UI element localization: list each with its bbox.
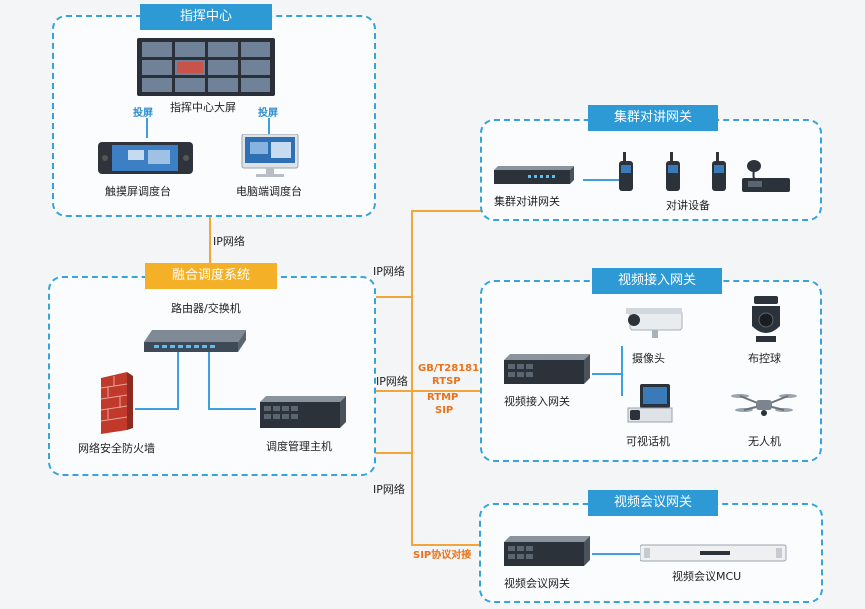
video-gateway-label: 视频接入网关 <box>504 395 570 408</box>
camera-label: 摄像头 <box>632 352 665 365</box>
link-from-fusion-top <box>374 296 412 298</box>
link-to-cluster <box>411 210 481 212</box>
cast-line-right <box>268 118 270 138</box>
link-trunk <box>411 210 413 545</box>
switch-to-host-h <box>208 408 256 410</box>
conf-gateway-label: 视频会议网关 <box>504 577 570 590</box>
drone-icon <box>730 390 798 420</box>
firewall-label: 网络安全防火墙 <box>78 442 155 455</box>
video-ip-label: IP网络 <box>376 375 408 388</box>
cluster-gateway-icon <box>490 164 576 186</box>
touch-console-label: 触摸屏调度台 <box>105 185 171 198</box>
cluster-gateway-link <box>583 179 619 181</box>
command-center-title: 指挥中心 <box>140 4 272 30</box>
switch-to-firewall-v <box>177 352 179 409</box>
link-from-fusion-bot <box>374 452 412 454</box>
video-gw-link-h <box>592 373 622 375</box>
camera-icon <box>622 304 684 340</box>
protocol-gbt: GB/T28181 <box>418 363 480 374</box>
radio-icon-1 <box>618 152 634 192</box>
cluster-ip-label: IP网络 <box>373 265 405 278</box>
switch-to-firewall-h <box>135 408 179 410</box>
touch-console-icon <box>98 138 193 178</box>
pc-console-label: 电脑端调度台 <box>236 185 302 198</box>
link-to-conf <box>411 544 479 546</box>
radio-icon-2 <box>665 152 681 192</box>
fusion-title: 融合调度系统 <box>145 263 277 289</box>
big-screen-label: 指挥中心大屏 <box>170 101 236 114</box>
cluster-gateway-label: 集群对讲网关 <box>494 195 560 208</box>
vehicle-radio-icon <box>738 158 794 194</box>
drone-label: 无人机 <box>748 435 781 448</box>
video-access-title: 视频接入网关 <box>592 268 722 294</box>
fusion-box <box>48 276 376 476</box>
host-label: 调度管理主机 <box>266 440 332 453</box>
protocol-sip: SIP <box>435 405 454 416</box>
link-from-fusion-mid <box>374 390 482 392</box>
ptz-icon <box>748 296 784 344</box>
router-label: 路由器/交换机 <box>171 302 241 315</box>
conf-gateway-icon <box>500 534 592 568</box>
conf-gw-to-mcu <box>592 553 642 555</box>
top-ip-label: IP网络 <box>213 235 245 248</box>
conf-ip-label: IP网络 <box>373 483 405 496</box>
switch-icon <box>140 326 250 356</box>
conf-sip-label: SIP协议对接 <box>413 550 472 561</box>
firewall-icon <box>95 368 135 434</box>
video-conf-title: 视频会议网关 <box>588 490 718 516</box>
video-gw-link-v <box>621 346 623 396</box>
cast-left-label: 投屏 <box>133 108 153 119</box>
mcu-icon <box>640 543 788 563</box>
videophone-label: 可视话机 <box>626 435 670 448</box>
link-cc-fusion <box>209 216 211 264</box>
ptz-label: 布控球 <box>748 352 781 365</box>
cluster-devices-label: 对讲设备 <box>666 199 710 212</box>
radio-icon-3 <box>711 152 727 192</box>
cast-line-left <box>146 118 148 138</box>
videophone-icon <box>626 384 676 424</box>
host-icon <box>256 394 348 430</box>
switch-to-host-v <box>208 352 210 409</box>
video-gateway-icon <box>500 352 592 386</box>
protocol-rtmp: RTMP <box>427 392 459 403</box>
protocol-rtsp: RTSP <box>432 376 461 387</box>
mcu-label: 视频会议MCU <box>672 570 742 583</box>
cast-right-label: 投屏 <box>258 108 278 119</box>
pc-console-icon <box>240 134 300 180</box>
big-screen-icon <box>137 38 275 96</box>
cluster-title: 集群对讲网关 <box>588 105 718 131</box>
